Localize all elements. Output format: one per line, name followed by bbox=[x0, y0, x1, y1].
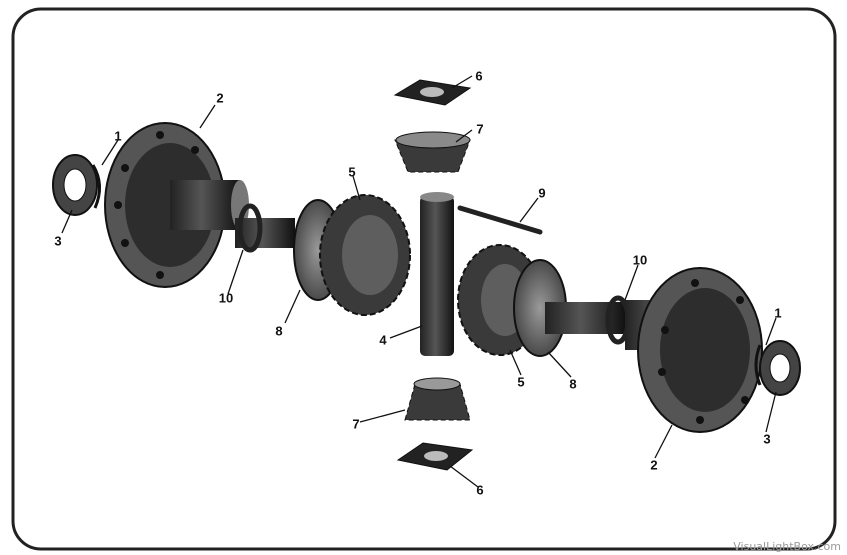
leader-lines bbox=[61, 75, 777, 488]
nut-right bbox=[759, 340, 801, 396]
callout-4: 4 bbox=[379, 332, 387, 348]
callout-10-right: 10 bbox=[632, 252, 648, 268]
snap-ring-right bbox=[754, 344, 762, 386]
oil-seal-left bbox=[237, 203, 263, 253]
snap-ring-left bbox=[91, 164, 101, 209]
callout-7-bottom: 7 bbox=[352, 416, 360, 432]
callout-5-right: 5 bbox=[517, 374, 525, 390]
callout-8-right: 8 bbox=[569, 376, 577, 392]
callout-2-right: 2 bbox=[650, 457, 658, 473]
callout-2-left: 2 bbox=[216, 90, 224, 106]
callout-7-top: 7 bbox=[476, 121, 484, 137]
nut-left bbox=[52, 154, 98, 216]
callout-6-bottom: 6 bbox=[476, 482, 484, 498]
hub-flange-right bbox=[625, 267, 763, 433]
callout-1-left: 1 bbox=[114, 128, 122, 144]
cross-shaft bbox=[420, 196, 454, 356]
callout-3-left: 3 bbox=[54, 233, 62, 249]
side-gear-left bbox=[319, 194, 411, 316]
callout-5-left: 5 bbox=[348, 164, 356, 180]
callout-10-left: 10 bbox=[218, 290, 234, 306]
pinion-top bbox=[394, 131, 471, 173]
washer-bottom bbox=[396, 442, 474, 471]
watermark: VisualLightBox.com bbox=[733, 540, 841, 553]
washer-top bbox=[393, 79, 472, 106]
callout-6-top: 6 bbox=[475, 68, 483, 84]
callout-9: 9 bbox=[538, 185, 546, 201]
hub-flange-left bbox=[104, 122, 249, 288]
pin bbox=[457, 205, 543, 235]
pinion-bottom bbox=[404, 377, 471, 421]
callout-8-left: 8 bbox=[275, 323, 283, 339]
spline-shaft-right bbox=[545, 302, 625, 334]
callout-1-right: 1 bbox=[774, 305, 782, 321]
callout-3-right: 3 bbox=[763, 431, 771, 447]
